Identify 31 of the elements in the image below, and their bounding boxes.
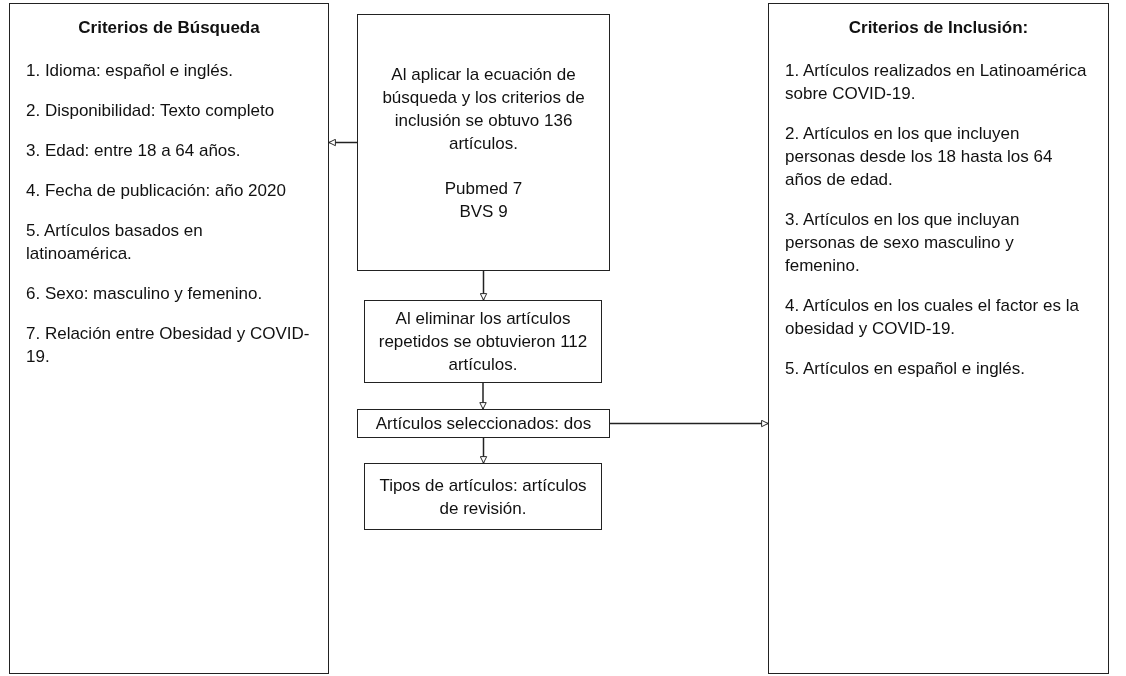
- process-box: [357, 409, 610, 438]
- criterion-text: 6. Sexo: masculino y femenino.: [26, 283, 264, 305]
- process-box: [364, 300, 602, 383]
- criterion-text: 2. Artículos en los que incluyen personas desde los 18 hasta los 64 años de edad.: [785, 123, 1054, 191]
- step-text: Al aplicar la ecuación de búsqueda y los criterios de inclusión se obtuvo 136 artículos.: [381, 63, 586, 155]
- panel-heading: Criterios de Inclusión:: [847, 17, 1030, 39]
- panel-heading: Criterios de Búsqueda: [77, 17, 261, 39]
- criteria-panel: [9, 3, 329, 674]
- arrow: [328, 138, 358, 147]
- step-text: Tipos de artículos: artículos de revisión.: [378, 474, 588, 520]
- process-box: [364, 463, 602, 530]
- criterion-text: 3. Edad: entre 18 a 64 años.: [26, 140, 242, 162]
- arrow: [479, 437, 488, 464]
- arrow: [609, 419, 769, 428]
- criterion-text: 5. Artículos basados en latinoamérica.: [26, 220, 204, 265]
- criterion-text: 5. Artículos en español e inglés.: [785, 358, 1027, 380]
- criterion-text: 1. Artículos realizados en Latinoamérica sobre COVID-19.: [785, 60, 1088, 105]
- arrow: [479, 270, 488, 301]
- criterion-text: 2. Disponibilidad: Texto completo: [26, 100, 276, 122]
- criterion-text: 7. Relación entre Obesidad y COVID-19.: [26, 323, 311, 368]
- criteria-panel: [768, 3, 1109, 674]
- source-count: BVS 9: [458, 200, 509, 223]
- criterion-text: 4. Artículos en los cuales el factor es la obesidad y COVID-19.: [785, 295, 1080, 340]
- step-text: Artículos seleccionados: dos: [374, 413, 593, 435]
- criterion-text: 3. Artículos en los que incluyan personas de sexo masculino y femenino.: [785, 209, 1021, 277]
- criterion-text: 1. Idioma: español e inglés.: [26, 60, 234, 82]
- step-text: Al eliminar los artículos repetidos se obtuvieron 112 artículos.: [377, 308, 589, 376]
- process-box: [357, 14, 610, 271]
- criterion-text: 4. Fecha de publicación: año 2020: [26, 180, 287, 202]
- arrow: [479, 382, 487, 410]
- source-count: Pubmed 7: [443, 177, 524, 200]
